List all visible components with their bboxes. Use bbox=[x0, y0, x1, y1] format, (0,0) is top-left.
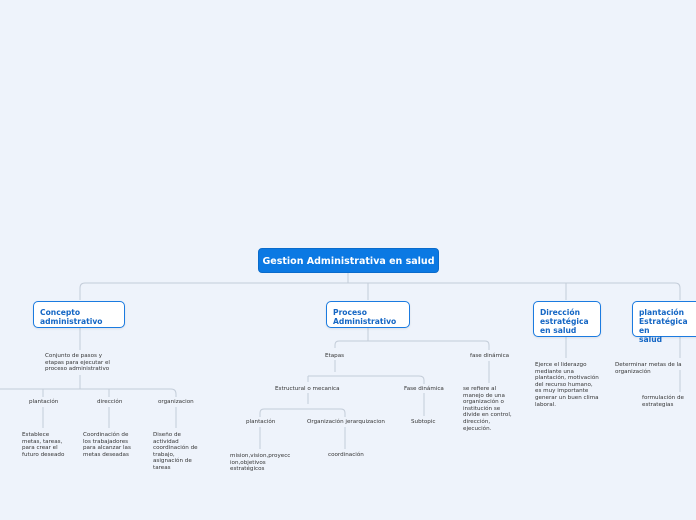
subtopic-plantacion-proceso-desc[interactable]: mision,vision,proyecc ion,objetivos estr… bbox=[230, 453, 291, 473]
subtopic-determinar-metas[interactable]: Determinar metas de la organización bbox=[615, 362, 682, 375]
subtopic-direccion[interactable]: dirección bbox=[97, 399, 123, 405]
subtopic-direccion-desc[interactable]: Coordinación de los trabajadores para al… bbox=[83, 432, 131, 458]
topic-direccion-estrategica[interactable]: Dirección estratégica en salud bbox=[533, 301, 601, 337]
subtopic-fase-dinamica[interactable]: Fase dinámica bbox=[404, 386, 444, 392]
subtopic-formulacion-estrategias[interactable]: formulación de estrategias bbox=[642, 395, 684, 408]
subtopic-organizacion-desc[interactable]: Diseño de actividad coordinación de trab… bbox=[153, 432, 198, 471]
subtopic-fase-desc[interactable]: se refiere al manejo de una organización… bbox=[463, 386, 512, 432]
subtopic-plantacion-desc[interactable]: Establece metas, tareas, para crear el f… bbox=[22, 432, 65, 458]
subtopic-coordinacion[interactable]: coordinación bbox=[328, 452, 364, 458]
subtopic-etapas[interactable]: Etapas bbox=[325, 353, 345, 359]
topic-concepto-administrativo[interactable]: Concepto administrativo bbox=[33, 301, 125, 328]
subtopic-concepto-desc[interactable]: Conjunto de pasos y etapas para ejecutar… bbox=[45, 353, 110, 373]
subtopic-direccion-estrategica-desc[interactable]: Ejerce el liderazgo mediante una plantac… bbox=[535, 362, 599, 408]
subtopic-placeholder[interactable]: Subtopic bbox=[411, 419, 436, 425]
subtopic-organizacion-jerarquizacion[interactable]: Organización jerarquizacion bbox=[307, 419, 385, 425]
root-topic[interactable]: Gestion Administrativa en salud bbox=[258, 248, 439, 273]
subtopic-fase-dinamica-top[interactable]: fase dinámica bbox=[470, 353, 510, 359]
subtopic-organizacion[interactable]: organizacion bbox=[158, 399, 194, 405]
subtopic-estructural-mecanica[interactable]: Estructural o mecanica bbox=[275, 386, 340, 392]
subtopic-plantacion-proceso[interactable]: plantación bbox=[246, 419, 276, 425]
subtopic-plantacion[interactable]: plantación bbox=[29, 399, 59, 405]
topic-proceso-administrativo[interactable]: Proceso Administrativo bbox=[326, 301, 410, 328]
topic-plantacion-estrategica[interactable]: plantación Estratégica en salud bbox=[632, 301, 696, 344]
